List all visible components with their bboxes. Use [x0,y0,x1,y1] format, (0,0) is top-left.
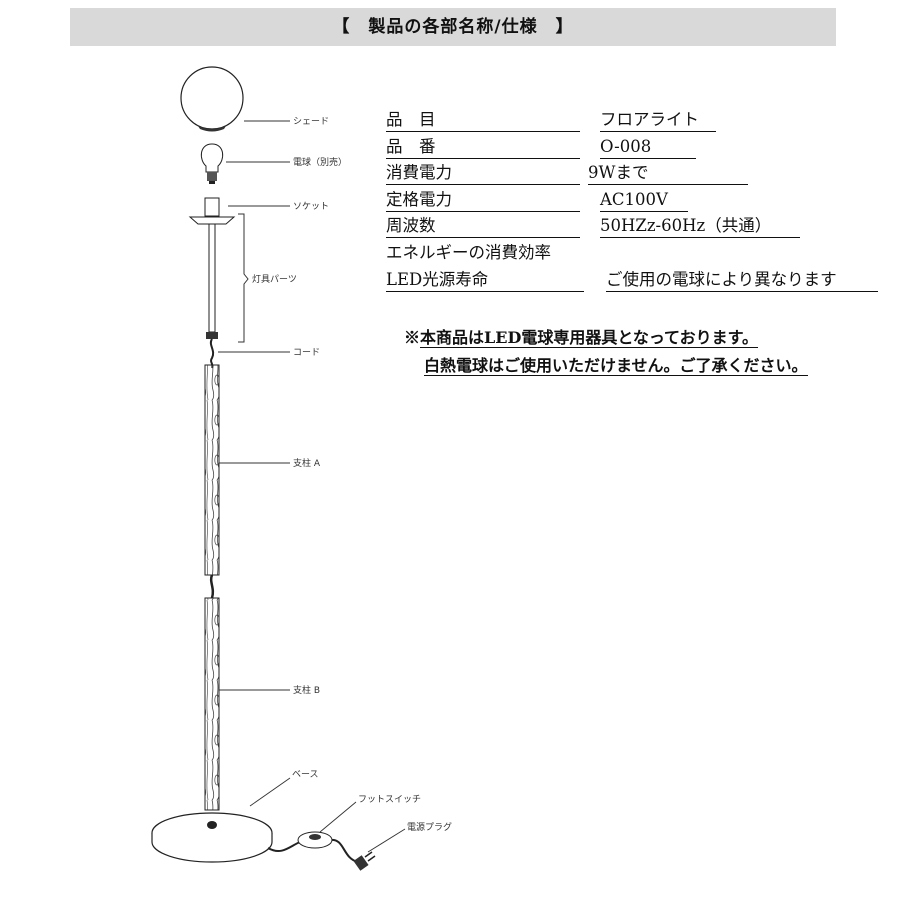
plug-icon [353,851,376,871]
spec-value: AC100V [600,189,688,212]
fixture-pipe [206,223,218,339]
label-pole-a: 支柱 A [293,457,321,469]
spec-value: O-008 [600,136,696,159]
label-fixture: 灯具パーツ [252,274,297,285]
spec-label: LED光源寿命 [386,269,584,292]
base-disc [151,812,273,863]
label-base: ベース [292,770,319,780]
notice-line-2: 白熱電球はご使用いただけません。ご了承ください。 [424,352,808,376]
label-cord: コード [293,348,320,358]
foot-switch-icon [297,831,333,849]
notice-line-1: ※本商品はLED電球専用器具となっております。 [404,324,758,348]
bulb-icon [200,143,224,184]
spec-value: ご使用の電球により異なります [606,269,878,292]
label-bulb: 電球（別売） [293,156,347,168]
socket-part [188,197,236,225]
spec-label: 品 番 [386,136,580,159]
spec-value: フロアライト [600,109,716,132]
leader-lines [218,120,406,853]
pole-a [204,364,220,576]
pole-joint [209,574,215,599]
spec-label: エネルギーの消費効率 [386,243,551,262]
fixture-bracket [238,213,249,343]
label-shade: シェード [293,117,329,127]
spec-value: 9Wまで [588,162,748,185]
page-title: 【 製品の各部名称/仕様 】 [70,8,836,46]
spec-label: 周波数 [386,215,580,238]
spec-label: 品 目 [386,109,580,132]
cord-line [209,338,215,369]
spec-value: 50HZz-60Hz（共通） [600,215,800,238]
label-socket: ソケット [293,201,329,212]
pole-b [204,597,220,811]
label-plug: 電源プラグ [407,821,452,833]
label-foot-switch: フットスイッチ [358,794,421,805]
spec-label: 消費電力 [386,162,580,185]
spec-label: 定格電力 [386,189,580,212]
shade-globe [180,66,244,132]
notice-mark: ※ [404,328,421,347]
label-pole-b: 支柱 B [293,684,320,696]
notice-text-2: 白熱電球はご使用いただけません。ご了承ください。 [424,356,808,376]
notice-text-1: 本商品はLED電球専用器具となっております。 [420,328,758,348]
